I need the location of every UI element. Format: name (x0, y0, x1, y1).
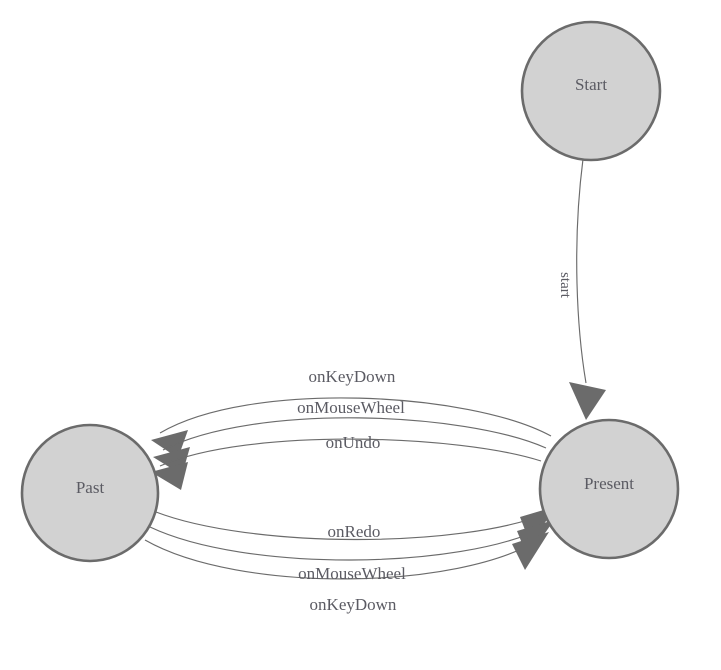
edge-label-onkeydown-undo: onKeyDown (309, 367, 396, 386)
edge-start-to-present-path (576, 158, 587, 384)
edge-present-to-past-onundo[interactable] (151, 438, 542, 490)
arrow-head-present-onkeydown (512, 532, 549, 570)
edge-label-onmousewheel-undo: onMouseWheel (297, 398, 405, 417)
node-present-label: Present (584, 474, 634, 493)
node-past-label: Past (76, 478, 105, 497)
edge-past-to-present-onkeydown-path (144, 538, 541, 580)
node-present[interactable]: Present (538, 418, 680, 560)
node-past-circle (20, 423, 160, 563)
edge-label-onkeydown-redo: onKeyDown (310, 595, 397, 614)
node-start-circle (520, 20, 662, 162)
edge-present-to-past-onmousewheel-path (162, 417, 547, 451)
edge-label-onmousewheel-redo: onMouseWheel (298, 564, 406, 583)
arrow-head-past-onundo (151, 462, 188, 490)
edge-past-to-present-onkeydown[interactable] (144, 532, 549, 580)
edge-present-to-past-onundo-path (159, 438, 542, 467)
edge-label-start: start (557, 272, 573, 299)
edge-start-to-present[interactable] (569, 158, 606, 420)
node-start[interactable]: Start (520, 20, 662, 162)
node-start-label: Start (575, 75, 607, 94)
edge-past-to-present-onmousewheel-path (149, 526, 546, 561)
edge-past-to-present-onredo-path (155, 511, 549, 541)
node-past[interactable]: Past (20, 423, 160, 563)
edge-label-onredo: onRedo (328, 522, 381, 541)
node-present-circle (538, 418, 680, 560)
arrow-head-present-from-start (569, 382, 606, 420)
edge-present-to-past-onkeydown-path (159, 397, 552, 437)
edge-label-onundo: onUndo (326, 433, 381, 452)
